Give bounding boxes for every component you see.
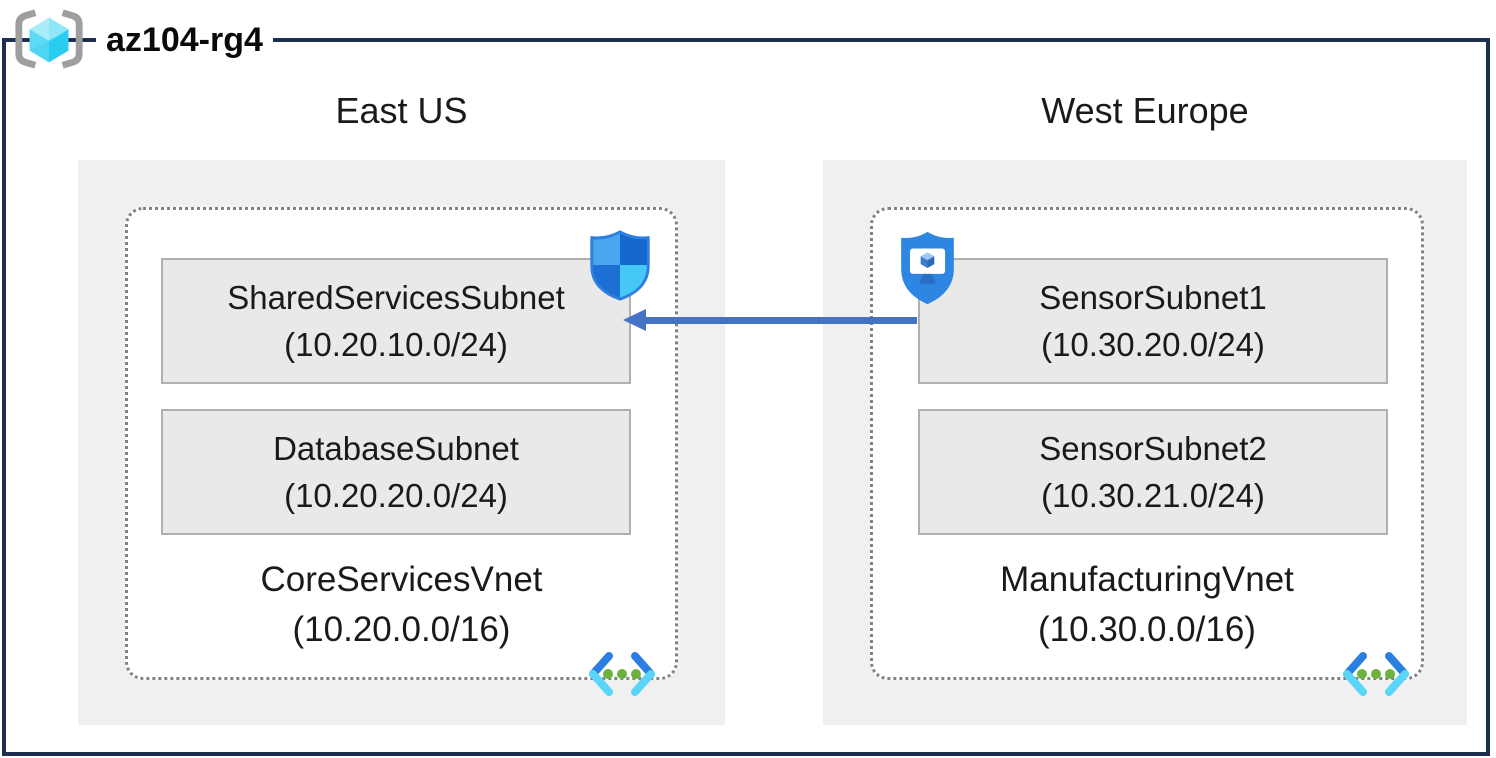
subnet-name: SensorSubnet1 (1039, 279, 1267, 316)
subnet-name: DatabaseSubnet (273, 430, 519, 467)
resource-group-box (2, 38, 1490, 756)
vnet-cidr: (10.20.0.0/16) (292, 610, 511, 649)
vnet-name: CoreServicesVnet (260, 560, 543, 599)
region-title-east-us: East US (335, 90, 468, 131)
subnet-box-sensorsubnet1: SensorSubnet1 (10.30.20.0/24) (918, 258, 1388, 384)
virtual-network-icon (1343, 652, 1409, 696)
peering-arrow-head-icon (623, 309, 646, 331)
subnet-box-sensorsubnet2: SensorSubnet2 (10.30.21.0/24) (918, 409, 1388, 535)
vnet-box-manufacturingvnet: SensorSubnet1 (10.30.20.0/24) SensorSubn… (870, 207, 1424, 680)
resource-group-title: az104-rg4 (96, 18, 273, 62)
subnet-cidr: (10.20.20.0/24) (284, 477, 508, 514)
virtual-network-icon (589, 652, 655, 696)
subnet-box-sharedservicessubnet: SharedServicesSubnet (10.20.10.0/24) (161, 258, 631, 384)
vnet-label-coreservicesvnet: CoreServicesVnet (10.20.0.0/16) (128, 555, 675, 655)
vnet-box-coreservicesvnet: SharedServicesSubnet (10.20.10.0/24) Dat… (125, 207, 678, 680)
subnet-cidr: (10.30.20.0/24) (1041, 326, 1265, 363)
network-security-group-shield-icon (590, 230, 650, 301)
resource-group-icon (15, 9, 83, 69)
vnet-cidr: (10.30.0.0/16) (1038, 610, 1256, 649)
peering-arrow-line (645, 317, 917, 324)
subnet-cidr: (10.20.10.0/24) (284, 326, 508, 363)
vnet-name: ManufacturingVnet (1000, 560, 1294, 599)
application-security-group-shield-icon (901, 231, 954, 305)
vnet-label-manufacturingvnet: ManufacturingVnet (10.30.0.0/16) (873, 555, 1421, 655)
subnet-box-databasesubnet: DatabaseSubnet (10.20.20.0/24) (161, 409, 631, 535)
subnet-cidr: (10.30.21.0/24) (1041, 477, 1265, 514)
subnet-name: SharedServicesSubnet (227, 279, 565, 316)
subnet-name: SensorSubnet2 (1039, 430, 1267, 467)
region-title-west-europe: West Europe (1041, 90, 1249, 131)
